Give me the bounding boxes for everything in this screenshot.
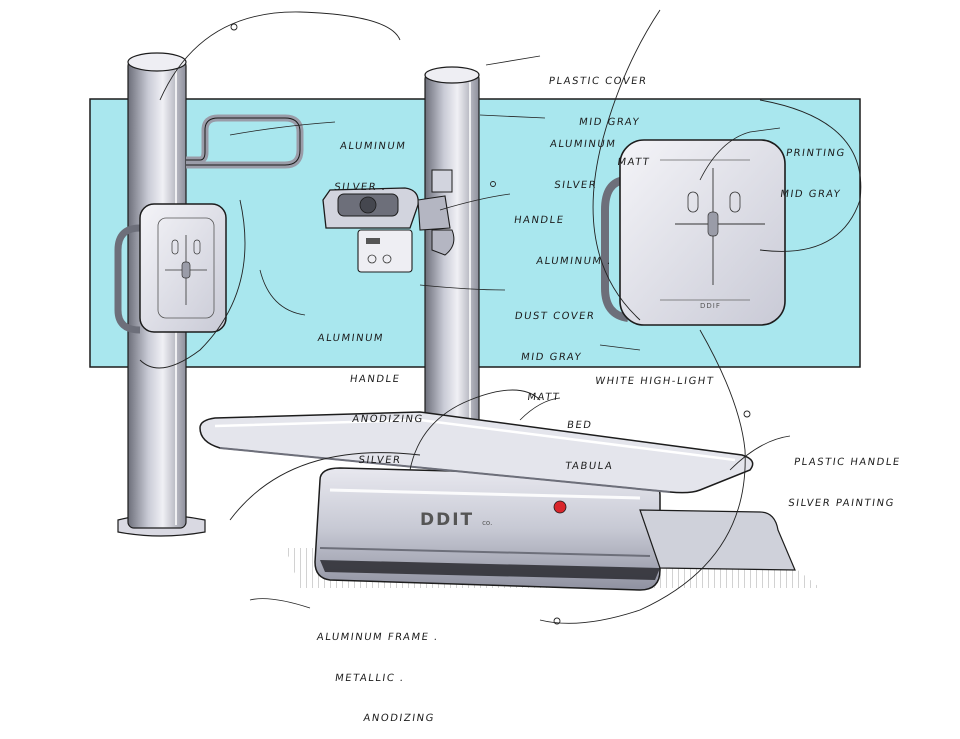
- leader-lines: [229, 55, 791, 609]
- table-base: [314, 467, 661, 591]
- annotation-plastic-handle: PLASTIC HANDLE SILVER PAINTING: [785, 429, 905, 524]
- brand-logo: DDIT co.: [420, 510, 492, 530]
- brand-suffix: co.: [482, 519, 493, 527]
- annotation-aluminum-frame: ALUMINUM FRAME . METALLIC . ANODIZING: [303, 604, 451, 739]
- annotation-line: DUST COVER: [514, 311, 597, 322]
- annotation-aluminum-silver-left: ALUMINUM SILVER .: [331, 113, 411, 208]
- annotation-line: HANDLE: [513, 215, 566, 226]
- construction-lines: [139, 9, 862, 625]
- annotation-line: HANDLE: [349, 373, 402, 385]
- annotation-line: ALUMINUM: [316, 333, 385, 344]
- right-detector: [601, 139, 786, 326]
- wall-detector: [114, 203, 227, 334]
- annotation-line: ALUMINUM .: [535, 255, 613, 267]
- annotation-line: MID GRAY: [520, 351, 583, 363]
- x-ray-tube-head: [322, 169, 455, 273]
- annotation-line: SILVER: [357, 454, 403, 466]
- annotation-line: PLASTIC HANDLE: [793, 457, 902, 468]
- indicator-light: [553, 500, 567, 514]
- annotation-line: PRINTING: [785, 148, 847, 159]
- annotation-line: ANODIZING: [351, 414, 425, 425]
- detector-marking: DDIF: [700, 302, 721, 310]
- table-top: [199, 411, 754, 494]
- annotation-line: SILVER PAINTING: [787, 497, 896, 509]
- annotation-line: METALLIC .: [334, 672, 406, 684]
- annotation-line: ANODIZING: [362, 713, 436, 724]
- x-ray-system-sketch: [89, 9, 862, 625]
- annotation-line: BED: [566, 420, 594, 431]
- annotation-handle-anodizing: ALUMINUM HANDLE ANODIZING SILVER: [298, 305, 440, 481]
- brand-name: DDIT: [420, 510, 475, 530]
- annotation-line: ALUMINUM FRAME .: [316, 632, 440, 643]
- annotation-line: PLASTIC COVER: [548, 76, 649, 87]
- annotation-line: MID GRAY: [779, 188, 842, 200]
- annotation-line: WHITE HIGH-LIGHT: [594, 376, 716, 387]
- annotation-line: SILVER .: [333, 181, 388, 193]
- annotation-handle-aluminum: HANDLE ALUMINUM .: [505, 187, 622, 282]
- annotation-line: ALUMINUM: [339, 141, 407, 152]
- annotation-line: ALUMINUM: [549, 139, 617, 150]
- annotation-line: TABULA: [564, 460, 615, 472]
- floor-rail: [639, 509, 796, 571]
